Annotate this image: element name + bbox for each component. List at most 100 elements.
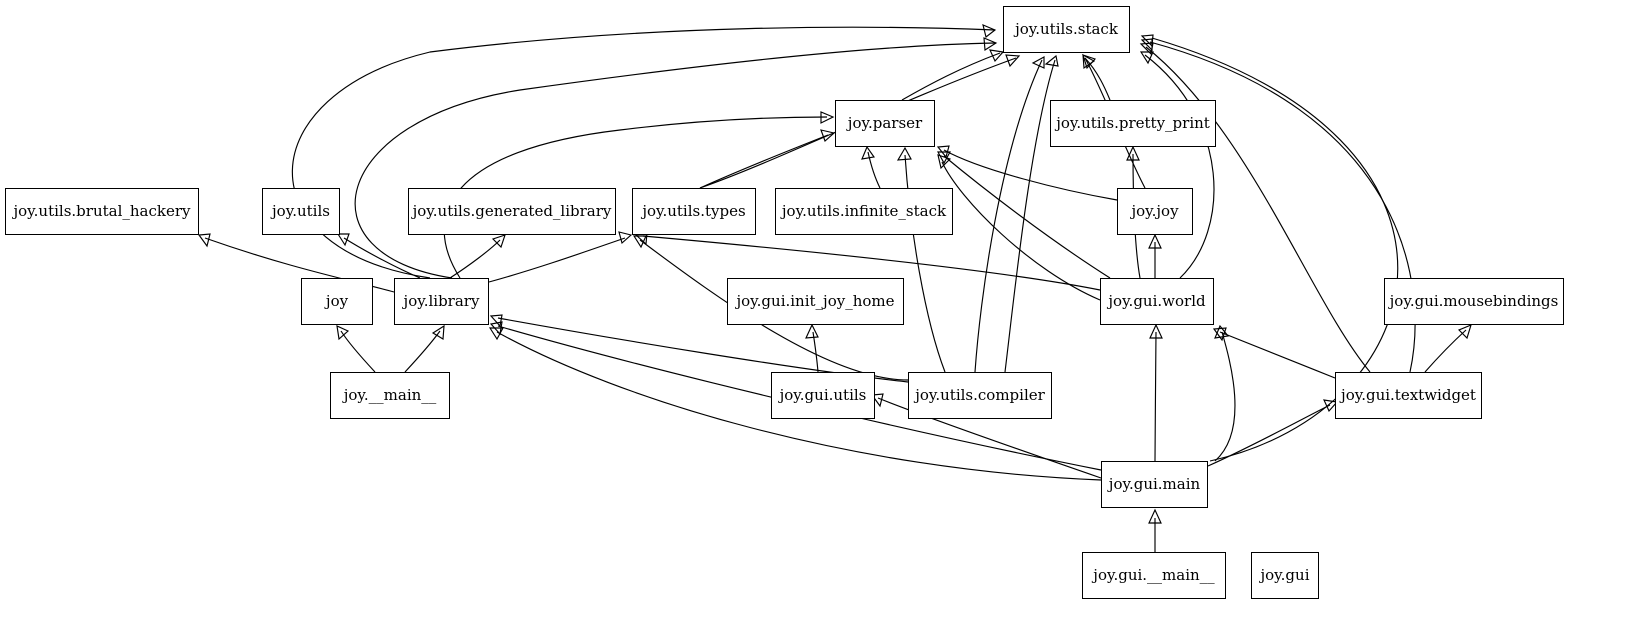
graph-edge-arrowhead: [896, 146, 912, 161]
graph-edge-arrowhead: [489, 314, 503, 328]
graph-node-label: joy.gui.textwidget: [1341, 386, 1476, 404]
graph-node-label: joy.utils.pretty_print: [1056, 114, 1210, 132]
graph-node-joy[interactable]: joy: [301, 278, 373, 325]
graph-node-joy-utils-types[interactable]: joy.utils.types: [632, 188, 756, 235]
graph-edge-arrowhead: [820, 111, 835, 124]
graph-edge-arrowhead: [983, 37, 998, 51]
graph-edge: [204, 237, 395, 293]
graph-edge-arrowhead: [1323, 399, 1339, 413]
graph-edge: [343, 237, 421, 279]
graph-node-joy-gui-main[interactable]: joy.gui.__main__: [1082, 552, 1226, 599]
graph-edge: [1084, 57, 1111, 101]
graph-node-label: joy.joy: [1131, 202, 1179, 220]
graph-node-label: joy.gui.main: [1108, 475, 1201, 493]
graph-edge: [1207, 404, 1331, 467]
graph-edge-arrowhead: [1031, 56, 1045, 69]
graph-edge-arrowhead: [1082, 54, 1097, 70]
graph-node-joy-gui-init-joy-home[interactable]: joy.gui.init_joy_home: [727, 278, 904, 325]
graph-node-joy-gui-main[interactable]: joy.gui.main: [1101, 461, 1208, 508]
graph-edge-arrowhead: [1212, 327, 1227, 342]
graph-node-label: joy.utils.infinite_stack: [781, 202, 947, 220]
graph-edge-arrowhead: [197, 233, 211, 248]
graph-edge: [1154, 331, 1157, 462]
graph-node-label: joy.__main__: [343, 386, 437, 404]
graph-node-label: joy.library: [403, 292, 480, 310]
graph-node-label: joy.gui.init_joy_home: [736, 292, 895, 310]
graph-node-label: joy.gui.utils: [779, 386, 867, 404]
graph-edge: [449, 239, 501, 279]
graph-edge-arrowhead: [1005, 54, 1021, 68]
graph-edge: [1151, 37, 1399, 462]
graph-node-joy-utils-stack[interactable]: joy.utils.stack: [1003, 6, 1130, 53]
graph-edge: [354, 42, 997, 279]
graph-edge: [1214, 331, 1236, 462]
graph-node-label: joy.utils.generated_library: [412, 202, 612, 220]
graph-node-label: joy.utils: [272, 202, 330, 220]
graph-edge: [867, 151, 881, 189]
graph-node-label: joy.gui.world: [1108, 292, 1206, 310]
graph-node-label: joy.utils.types: [642, 202, 746, 220]
graph-edge-arrowhead: [1126, 145, 1140, 161]
graph-edge: [1219, 331, 1336, 379]
graph-node-label: joy.gui.__main__: [1093, 566, 1215, 584]
graph-node-joy-parser[interactable]: joy.parser: [835, 100, 935, 147]
graph-edge-arrowhead: [1457, 323, 1472, 340]
graph-edge-arrowhead: [632, 235, 647, 249]
graph-node-joy-utils-generated-library[interactable]: joy.utils.generated_library: [408, 188, 616, 235]
graph-edge: [488, 237, 626, 283]
graph-edge-arrowhead: [1140, 34, 1154, 48]
graph-edge-arrowhead: [1044, 54, 1059, 67]
graph-edge: [1144, 54, 1215, 279]
graph-edge-arrowhead: [618, 231, 633, 245]
graph-edge: [901, 52, 1001, 101]
graph-edge-arrowhead: [1148, 233, 1162, 249]
graph-edge-arrowhead: [982, 24, 997, 38]
graph-edge-arrowhead: [937, 154, 952, 170]
graph-node-joy-gui-world[interactable]: joy.gui.world: [1100, 278, 1214, 325]
graph-node-joy-joy[interactable]: joy.joy: [1117, 188, 1193, 235]
graph-edge: [1004, 59, 1056, 373]
graph-edge-arrowhead: [1139, 51, 1154, 65]
graph-node-joy-gui-utils[interactable]: joy.gui.utils: [771, 372, 875, 419]
graph-edge: [943, 149, 1118, 201]
graph-edge-arrowhead: [491, 234, 506, 249]
graph-edge-arrowhead: [805, 323, 819, 339]
graph-node-joy-utils-pretty-print[interactable]: joy.utils.pretty_print: [1050, 100, 1216, 147]
graph-edge: [340, 330, 376, 373]
graph-edge-arrowhead: [488, 327, 504, 341]
graph-node-label: joy.gui: [1260, 566, 1310, 584]
graph-node-joy-utils-compiler[interactable]: joy.utils.compiler: [908, 372, 1052, 419]
graph-edge: [639, 239, 909, 381]
graph-edge-arrowhead: [861, 145, 875, 160]
graph-edge-arrowhead: [870, 393, 884, 408]
graph-edge: [812, 331, 819, 373]
graph-node-joy-utils[interactable]: joy.utils: [262, 188, 340, 235]
graph-node-joy-gui-mousebindings[interactable]: joy.gui.mousebindings: [1384, 278, 1564, 325]
graph-node-joy-gui[interactable]: joy.gui: [1251, 552, 1319, 599]
graph-node-joy-main[interactable]: joy.__main__: [330, 372, 450, 419]
graph-node-joy-utils-infinite-stack[interactable]: joy.utils.infinite_stack: [775, 188, 953, 235]
graph-edge-arrowhead: [1082, 53, 1096, 70]
graph-edge: [404, 330, 441, 373]
graph-edge-arrowhead: [336, 325, 350, 341]
graph-edge: [496, 331, 1102, 481]
graph-node-label: joy.gui.mousebindings: [1389, 292, 1559, 310]
graph-edge: [1145, 46, 1371, 373]
graph-edge-arrowhead: [1148, 508, 1162, 524]
graph-edge: [1424, 329, 1467, 373]
graph-node-joy-library[interactable]: joy.library: [394, 278, 489, 325]
graph-node-label: joy: [325, 292, 349, 310]
graph-node-label: joy.utils.stack: [1015, 20, 1118, 38]
graph-edge-arrowhead: [431, 324, 445, 340]
graph-node-label: joy.utils.compiler: [915, 386, 1045, 404]
graph-node-joy-utils-brutal-hackery[interactable]: joy.utils.brutal_hackery: [5, 188, 199, 235]
graph-node-label: joy.utils.brutal_hackery: [13, 202, 191, 220]
graph-edge: [642, 235, 1101, 291]
graph-edge: [974, 59, 1043, 373]
graph-edge-arrowhead: [1149, 323, 1163, 339]
graph-edge: [877, 397, 1102, 479]
graph-node-joy-gui-textwidget[interactable]: joy.gui.textwidget: [1335, 372, 1482, 419]
graph-node-label: joy.parser: [847, 114, 923, 132]
graph-edge-arrowhead: [336, 233, 350, 247]
